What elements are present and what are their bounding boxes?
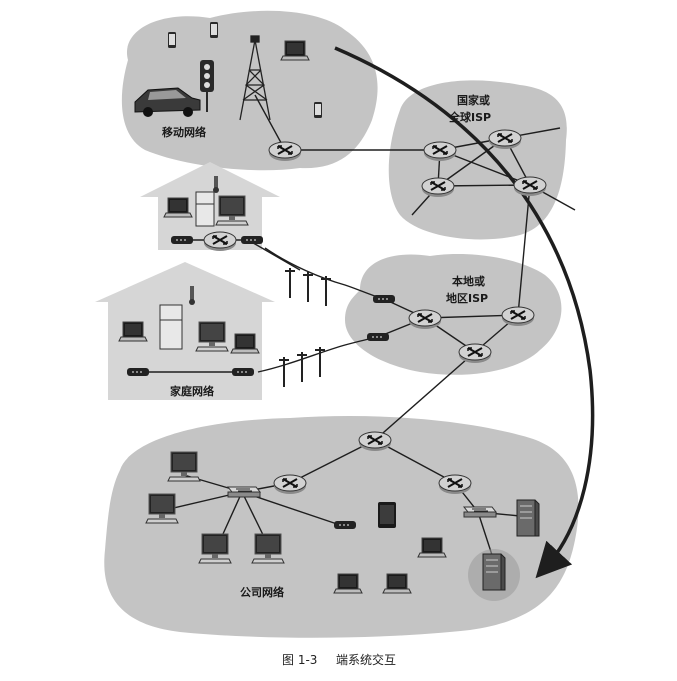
router-icon [358,431,392,452]
tablet-icon [378,502,396,528]
modem-icon [373,295,395,303]
figure-title: 端系统交互 [336,652,396,667]
global-isp-label-line1: 国家或 [457,93,490,107]
router-icon [438,474,472,495]
global-isp-label-line2: 全球ISP [448,110,491,124]
router-icon [458,343,492,364]
desktop-computer-icon [198,533,232,564]
router-icon [273,474,307,495]
desktop-computer-icon [215,195,249,226]
enterprise-network-label: 公司网络 [240,585,284,599]
modem-icon [232,368,254,376]
thermometer-icon [213,176,219,193]
router-icon [203,231,237,252]
server-icon [516,499,540,537]
desktop-computer-icon [195,321,229,352]
mobile-network-cloud [121,10,378,171]
server-icon [482,553,506,591]
modem-icon [127,368,149,376]
router-icon [501,306,535,327]
switch-icon [227,486,261,498]
desktop-computer-icon [251,533,285,564]
router-icon [421,177,455,198]
utility-pole-icon [296,351,308,383]
modem-icon [334,521,356,529]
utility-pole-icon [278,356,290,388]
router-icon [513,176,547,197]
laptop-icon [163,197,193,218]
local-isp-label-line1: 本地或 [452,274,485,288]
home-network-label: 家庭网络 [170,384,214,398]
mobile-phone-icon [210,22,218,38]
laptop-icon [280,40,310,61]
cell-tower-icon [239,35,271,121]
desktop-computer-icon [145,493,179,524]
desktop-computer-icon [167,451,201,482]
car-icon [134,87,201,117]
refrigerator-icon [195,191,215,227]
end-to-end-arrow [334,46,595,579]
router-icon [488,129,522,150]
router-icon [408,309,442,330]
router-icon [268,141,302,162]
laptop-icon [417,537,447,558]
laptop-icon [118,321,148,342]
laptop-icon [382,573,412,594]
modem-icon [171,236,193,244]
utility-pole-icon [302,271,314,303]
traffic-light-icon [200,60,214,112]
thermometer-icon [189,286,195,305]
mobile-phone-icon [168,32,176,48]
refrigerator-icon [159,304,183,350]
local-isp-cloud [345,254,562,375]
modem-icon [367,333,389,341]
mobile-phone-icon [314,102,322,118]
modem-icon [241,236,263,244]
home-2-house [95,262,275,400]
figure-number: 图 1-3 [282,653,317,667]
mobile-network-label: 移动网络 [162,125,206,139]
global-isp-cloud [388,80,567,240]
utility-pole-icon [284,267,296,299]
switch-icon [463,506,497,518]
local-isp-label-line2: 地区ISP [446,291,488,305]
router-icon [423,141,457,162]
laptop-icon [333,573,363,594]
laptop-icon [230,333,260,354]
